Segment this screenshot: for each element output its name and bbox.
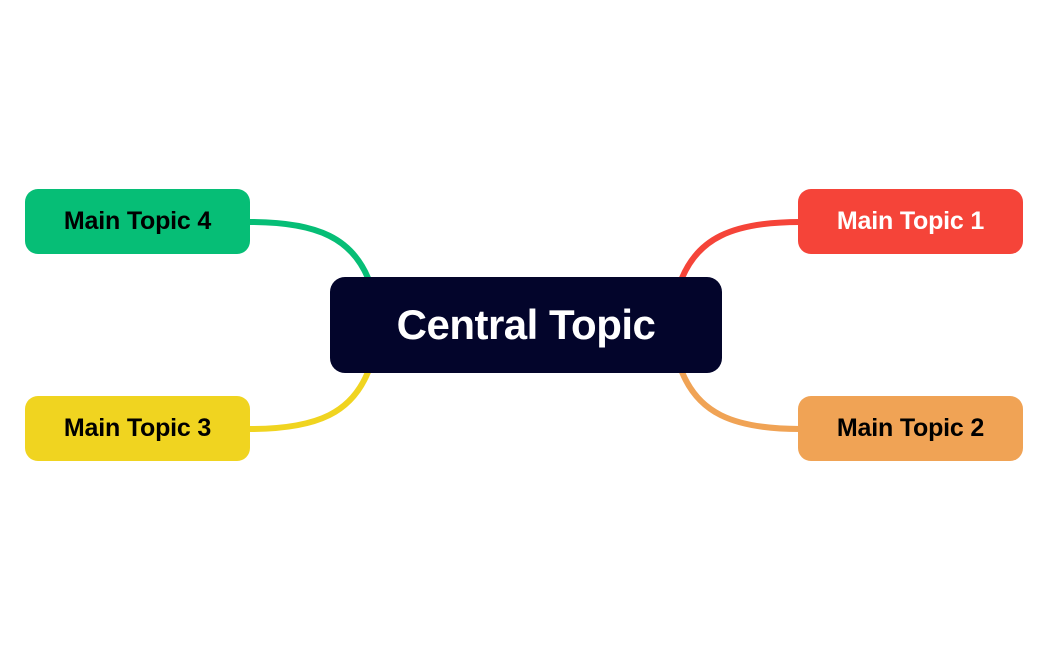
connector-topic-1 [679,219,803,281]
mindmap-node-label: Main Topic 3 [63,414,212,442]
mindmap-node-label: Main Topic 4 [63,207,212,235]
mindmap-node-main-topic-3[interactable]: Main Topic 3 [25,396,250,461]
mindmap-node-label: Main Topic 2 [836,414,985,442]
mindmap-node-main-topic-1[interactable]: Main Topic 1 [798,189,1023,254]
mindmap-central-label: Central Topic [396,301,656,348]
connector-topic-2 [679,369,803,432]
mindmap-node-main-topic-4[interactable]: Main Topic 4 [25,189,250,254]
mindmap-node-label: Main Topic 1 [836,207,985,235]
connector-topic-3 [247,369,371,432]
mindmap-node-central-topic[interactable]: Central Topic [330,277,722,373]
connector-topic-4 [247,219,371,281]
mindmap-node-main-topic-2[interactable]: Main Topic 2 [798,396,1023,461]
